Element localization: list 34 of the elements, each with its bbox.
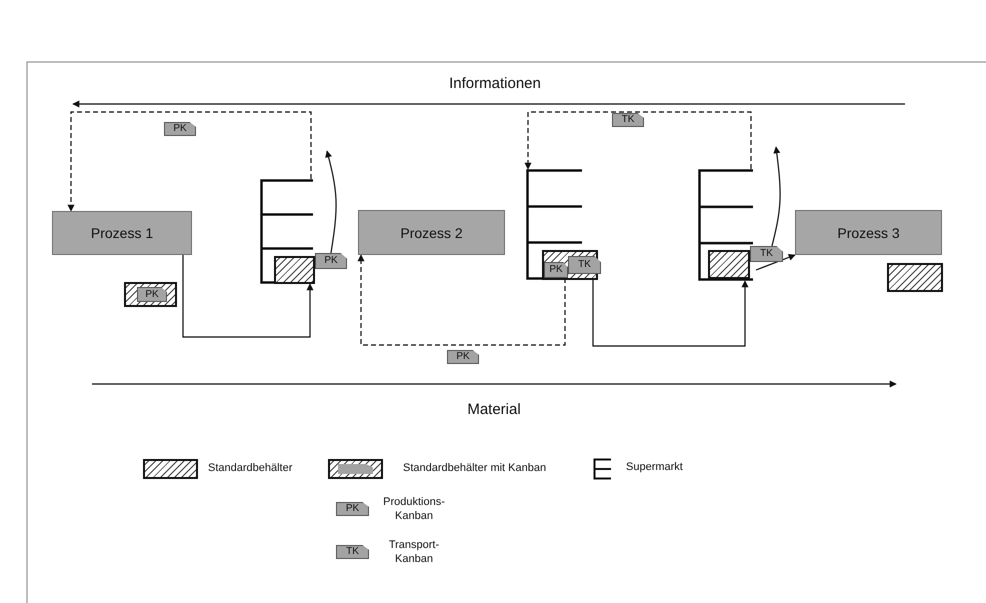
process-box: Prozess 1	[52, 211, 192, 255]
supermarket-shelf	[698, 169, 756, 281]
kanban-card: TK	[568, 256, 601, 274]
legend-swatch: PK	[336, 502, 369, 516]
arrow	[182, 255, 314, 338]
kanban-card: PK	[544, 262, 568, 278]
dashed-arrow	[524, 111, 752, 170]
hatched-container	[887, 263, 943, 292]
section-title: Material	[467, 401, 521, 418]
legend-swatch: TK	[336, 545, 369, 559]
kanban-card: PK	[137, 287, 167, 302]
legend-text: Transport-Kanban	[388, 538, 440, 566]
arrow	[325, 150, 337, 254]
arrow	[771, 146, 781, 246]
process-box: Prozess 2	[358, 210, 505, 255]
arrow	[592, 280, 748, 347]
dashed-arrow	[68, 111, 312, 212]
hatched-container	[274, 256, 315, 284]
kanban-card: TK	[750, 246, 783, 262]
arrow	[756, 254, 796, 271]
kanban-card: PK	[315, 253, 347, 269]
section-title: Informationen	[449, 75, 541, 92]
legend-text: Standardbehälter mit Kanban	[403, 462, 546, 474]
kanban-card: PK	[164, 122, 196, 136]
legend-text: Produktions-Kanban	[382, 495, 446, 523]
legend-text: Supermarkt	[626, 461, 683, 473]
hatched-container	[124, 282, 177, 307]
process-box: Prozess 3	[795, 210, 942, 255]
legend-text: Standardbehälter	[208, 462, 292, 474]
dashed-arrow	[358, 254, 566, 346]
supermarket-shelf	[260, 179, 317, 284]
kanban-card: PK	[447, 350, 479, 364]
hatched-container	[708, 250, 750, 279]
kanban-card: TK	[612, 113, 644, 127]
